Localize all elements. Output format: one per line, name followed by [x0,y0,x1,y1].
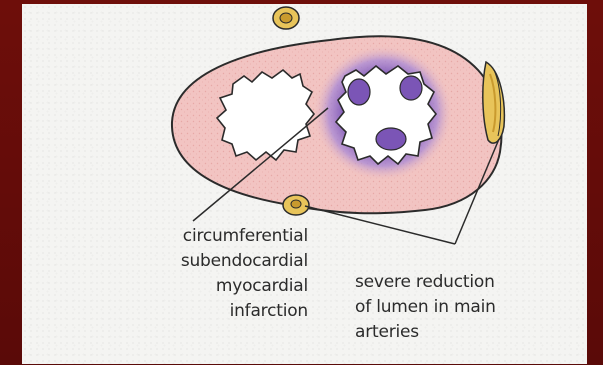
label-line: circumferential [68,224,308,249]
purple-blob-bottom [376,128,406,150]
label-line: arteries [355,320,575,345]
label-line: myocardial [68,274,308,299]
label-line: subendocardial [68,249,308,274]
label-line: severe reduction [355,270,575,295]
label-subendocardial-infarction: circumferential subendocardial myocardia… [68,224,308,324]
label-line: infarction [68,299,308,324]
artery-top [273,7,299,29]
artery-right [483,62,505,143]
purple-blob-top-left [348,79,370,105]
label-reduced-lumen-arteries: severe reduction of lumen in main arteri… [355,270,575,345]
purple-blob-top-right [400,76,422,100]
artery-bottom [283,195,309,215]
label-line: of lumen in main [355,295,575,320]
